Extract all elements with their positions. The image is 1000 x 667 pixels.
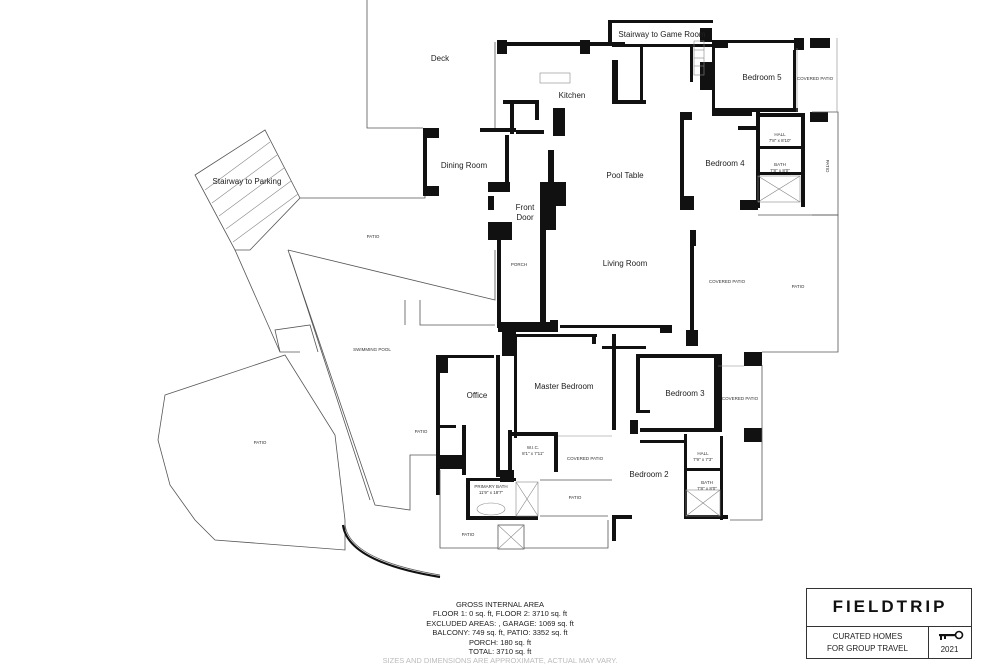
label-stairway-parking: Stairway to Parking xyxy=(213,177,282,186)
label-primary-bath: PRIMARY BATH xyxy=(474,484,507,489)
area-total: TOTAL: 3710 sq. ft xyxy=(468,647,532,657)
area-porch: PORCH: 180 sq. ft xyxy=(468,637,532,647)
label-bedroom-2: Bedroom 2 xyxy=(629,470,669,479)
area-disclaimer: SIZES AND DIMENSIONS ARE APPROXIMATE, AC… xyxy=(382,656,618,666)
room-labels: Deck Stairway to Game Room Kitchen Bedro… xyxy=(213,30,834,537)
label-hall-b2: HALL xyxy=(697,451,709,456)
logo-divider-vertical xyxy=(928,626,929,659)
label-covered-patio-low: COVERED PATIO xyxy=(567,456,604,461)
label-patio-office: PATIO xyxy=(415,429,428,434)
label-swimming-pool: SWIMMING POOL xyxy=(353,347,391,352)
label-wic-dim: 8'1" x 7'11" xyxy=(522,451,544,456)
label-hall-b4: HALL xyxy=(774,132,786,137)
label-patio-mid: PATIO xyxy=(367,234,380,239)
label-living-room: Living Room xyxy=(603,259,648,268)
label-covered-patio-mid: COVERED PATIO xyxy=(709,279,746,284)
logo-brand: FIELDTRIP xyxy=(832,597,948,616)
label-bath-b2-dim: 7'8" x 8'0" xyxy=(697,486,717,491)
label-patio-bottom: PATIO xyxy=(462,532,475,537)
label-wic: W.I.C. xyxy=(527,445,539,450)
label-covered-patio-top: COVERED PATIO xyxy=(797,76,834,81)
logo-tagline-2: FOR GROUP TRAVEL xyxy=(827,644,908,653)
label-bedroom-3: Bedroom 3 xyxy=(665,389,705,398)
label-covered-patio-b3: COVERED PATIO xyxy=(722,396,759,401)
label-office: Office xyxy=(467,391,488,400)
area-balcony-patio: BALCONY: 749 sq. ft, PATIO: 3352 sq. ft xyxy=(432,628,568,638)
label-patio-low: PATIO xyxy=(569,495,582,500)
fieldtrip-logo: FIELDTRIP CURATED HOMES FOR GROUP TRAVEL… xyxy=(806,588,972,659)
label-pool-table: Pool Table xyxy=(606,171,644,180)
patio-outline xyxy=(234,196,496,511)
label-kitchen: Kitchen xyxy=(559,91,586,100)
label-porch: PORCH xyxy=(511,262,527,267)
label-master-bedroom: Master Bedroom xyxy=(534,382,593,391)
label-bedroom-5: Bedroom 5 xyxy=(742,73,782,82)
label-bedroom-4: Bedroom 4 xyxy=(705,159,745,168)
logo-year: 2021 xyxy=(940,645,959,654)
right-patios xyxy=(439,38,839,549)
label-deck: Deck xyxy=(431,54,450,63)
fixtures xyxy=(476,40,801,550)
walls xyxy=(423,20,830,541)
label-bath-b4-dim: 7'8" x 8'0" xyxy=(770,168,790,173)
key-icon xyxy=(939,630,964,640)
area-title: GROSS INTERNAL AREA xyxy=(455,600,545,609)
label-patio-left: PATIO xyxy=(254,440,267,445)
lower-patio xyxy=(157,354,441,579)
label-bath-b4: BATH xyxy=(774,162,786,167)
area-excluded: EXCLUDED AREAS: , GARAGE: 1069 sq. ft xyxy=(426,618,574,628)
label-hall-b4-dim: 7'8" x 8'10" xyxy=(769,138,792,143)
label-bath-b2: BATH xyxy=(701,480,713,485)
label-door: Door xyxy=(516,213,534,222)
area-floors: FLOOR 1: 0 sq. ft, FLOOR 2: 3710 sq. ft xyxy=(432,609,568,619)
logo-tagline-1: CURATED HOMES xyxy=(832,632,903,641)
label-patio-right-vertical: PATIO xyxy=(825,160,830,173)
stairway-parking xyxy=(194,129,301,251)
label-patio-right: PATIO xyxy=(792,284,805,289)
label-dining-room: Dining Room xyxy=(441,161,488,170)
logo-divider xyxy=(807,626,971,627)
label-hall-b2-dim: 7'9" x 7'3" xyxy=(693,457,713,462)
gross-area-summary: GROSS INTERNAL AREA FLOOR 1: 0 sq. ft, F… xyxy=(380,600,620,666)
label-stairway-game-room: Stairway to Game Room xyxy=(618,30,705,39)
label-front: Front xyxy=(516,203,535,212)
deck-outline xyxy=(366,0,496,129)
label-primary-bath-dim: 11'9" x 18'7" xyxy=(479,490,504,495)
